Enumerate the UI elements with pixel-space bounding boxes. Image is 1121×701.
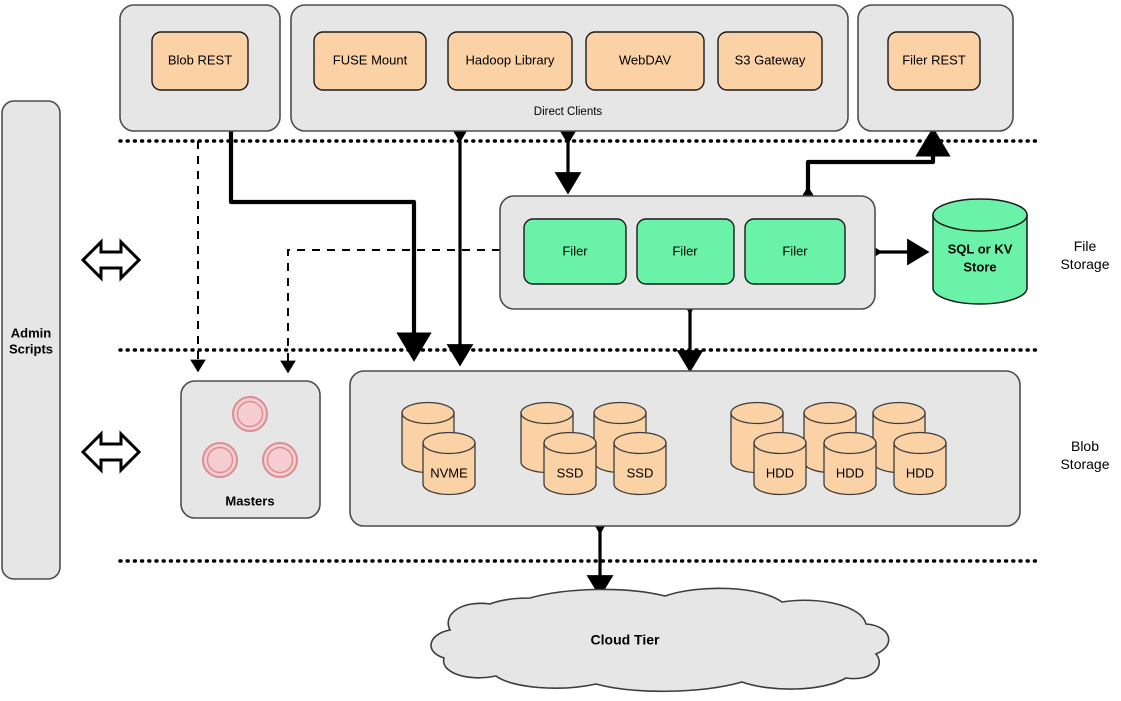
connector-blobrest-to-volumes bbox=[228, 130, 432, 362]
filer-box-1[interactable] bbox=[523, 218, 627, 285]
filer-box-2[interactable] bbox=[636, 218, 735, 285]
volume-label-hdd-2: HDD bbox=[836, 465, 864, 480]
volume-label-hdd-1: HDD bbox=[766, 465, 794, 480]
master-node-3[interactable] bbox=[262, 442, 298, 478]
volume-ssd[interactable]: SSD SSD bbox=[520, 401, 667, 496]
client-label-hadoop-library: Hadoop Library bbox=[466, 52, 555, 67]
client-box-filer-rest[interactable] bbox=[887, 31, 981, 91]
client-box-hadoop-library[interactable] bbox=[447, 31, 573, 91]
master-node-1[interactable] bbox=[232, 396, 268, 432]
connector-filerrest-to-filers bbox=[790, 127, 951, 216]
metastore-label-line2: Store bbox=[963, 259, 996, 274]
cloud-tier-label: Cloud Tier bbox=[591, 632, 661, 648]
volume-nvme[interactable]: NVME bbox=[401, 401, 476, 496]
admin-scripts-panel[interactable] bbox=[1, 100, 61, 580]
admin-scripts-label-line2: Scripts bbox=[9, 341, 53, 356]
tier-label-blob-storage-line2: Storage bbox=[1060, 456, 1109, 472]
tier-label-file-storage-line2: Storage bbox=[1060, 256, 1109, 272]
client-label-webdav: WebDAV bbox=[619, 52, 672, 67]
volume-label-hdd-3: HDD bbox=[906, 465, 934, 480]
volume-hdd[interactable]: HDD HDD HDD bbox=[730, 401, 947, 496]
connector-filer-to-masters-dashed bbox=[280, 249, 500, 374]
direct-clients-caption: Direct Clients bbox=[534, 106, 603, 118]
masters-group[interactable] bbox=[180, 380, 321, 519]
masters-label: Masters bbox=[225, 493, 274, 508]
client-box-s3-gateway[interactable] bbox=[717, 31, 823, 91]
admin-blob-storage-arrow bbox=[80, 430, 142, 474]
metastore-cylinder[interactable] bbox=[932, 198, 1028, 305]
cloud-tier-shape[interactable] bbox=[430, 587, 890, 693]
filer-box-3[interactable] bbox=[744, 218, 846, 285]
volume-label-nvme: NVME bbox=[430, 465, 468, 480]
filer-label-2: Filer bbox=[672, 243, 698, 258]
volume-label-ssd-1: SSD bbox=[557, 465, 584, 480]
tier-label-blob-storage-line1: Blob bbox=[1071, 438, 1099, 454]
volume-label-ssd-2: SSD bbox=[627, 465, 654, 480]
client-box-webdav[interactable] bbox=[585, 31, 705, 91]
admin-scripts-label-line1: Admin bbox=[11, 325, 52, 340]
client-box-fuse-mount[interactable] bbox=[313, 31, 427, 91]
client-box-blob-rest[interactable] bbox=[151, 31, 249, 91]
client-label-fuse-mount: FUSE Mount bbox=[333, 52, 408, 67]
client-label-blob-rest: Blob REST bbox=[168, 52, 232, 67]
client-label-filer-rest: Filer REST bbox=[902, 52, 966, 67]
client-label-s3-gateway: S3 Gateway bbox=[735, 52, 806, 67]
metastore-label-line1: SQL or KV bbox=[948, 241, 1013, 256]
master-node-2[interactable] bbox=[202, 442, 238, 478]
admin-file-storage-arrow bbox=[80, 238, 142, 282]
filer-label-3: Filer bbox=[782, 243, 808, 258]
tier-label-file-storage-line1: File bbox=[1074, 238, 1097, 254]
filer-label-1: Filer bbox=[562, 243, 588, 258]
